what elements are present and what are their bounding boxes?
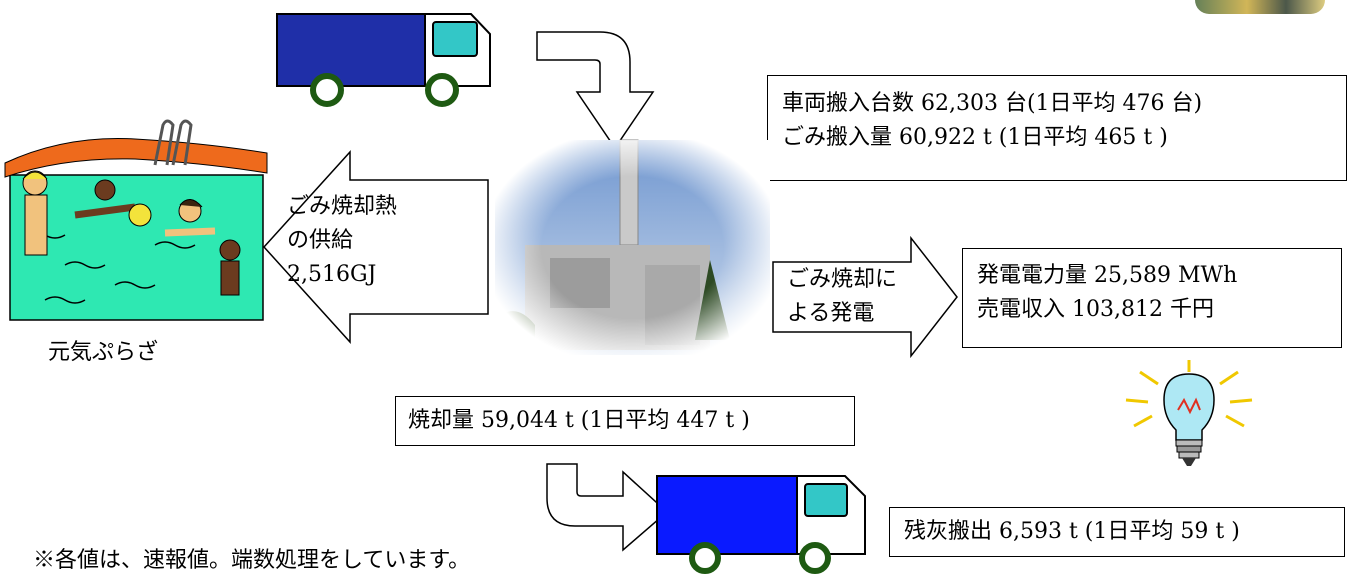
heat-supply-line2: の供給 [287,228,354,253]
electricity-sales-text: 売電収入 103,812 千円 [977,297,1214,322]
power-generation-arrow [772,235,958,359]
curved-arrow-down-icon [536,31,655,150]
top-right-photo-fragment [1195,0,1325,14]
pool-caption: 元気ぷらざ [48,340,159,365]
incineration-amount-text: 焼却量 59,044 t (1日平均 447 t ) [408,408,750,433]
vehicle-stats-box: 車両搬入台数 62,303 台(1日平均 476 台) ごみ搬入量 60,922… [767,75,1347,181]
swimming-pool-illustration [4,119,268,321]
ash-output-box: 残灰搬出 6,593 t (1日平均 59 t ) [889,507,1345,557]
power-generation-label: ごみ焼却に よる発電 [787,263,897,331]
power-generation-line2: よる発電 [787,301,875,326]
incineration-box: 焼却量 59,044 t (1日平均 447 t ) [395,396,855,446]
footnote: ※各値は、速報値。端数処理をしています。 [33,548,471,573]
incoming-truck-icon [276,13,491,107]
electricity-generated-text: 発電電力量 25,589 MWh [977,263,1238,288]
waste-intake-text: ごみ搬入量 60,922 t (1日平均 465 t ) [782,125,1168,150]
ash-output-text: 残灰搬出 6,593 t (1日平均 59 t ) [904,519,1240,544]
power-stats-box: 発電電力量 25,589 MWh 売電収入 103,812 千円 [962,248,1342,348]
heat-supply-arrow [262,150,489,344]
vehicle-count-text: 車両搬入台数 62,303 台(1日平均 476 台) [782,91,1203,116]
curved-arrow-right-icon [546,463,669,552]
power-generation-line1: ごみ焼却に [787,267,898,292]
heat-supply-amount: 2,516GJ [287,262,377,287]
outgoing-truck-icon [656,475,866,574]
heat-supply-label: ごみ焼却熱 の供給 2,516GJ [287,190,397,292]
light-bulb-icon [1125,360,1253,466]
incineration-plant-photo [495,139,770,355]
heat-supply-line1: ごみ焼却熱 [287,194,398,219]
